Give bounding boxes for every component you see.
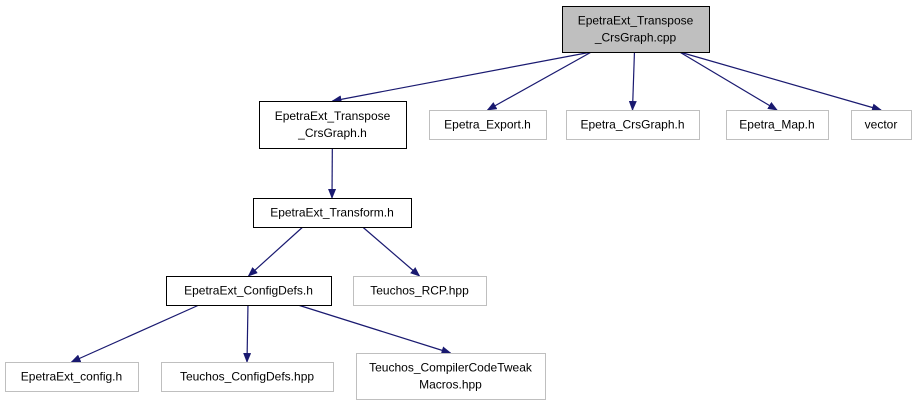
node-box <box>726 110 829 140</box>
edge-root-to-vector <box>679 51 882 112</box>
node-label-line: Teuchos_ConfigDefs.hpp <box>180 370 314 384</box>
node-label-line: Teuchos_CompilerCodeTweak <box>369 361 533 375</box>
node-box <box>851 110 912 140</box>
nodes-layer: EpetraExt_Transpose_CrsGraph.cppEpetraEx… <box>5 6 912 400</box>
node-label-line: EpetraExt_ConfigDefs.h <box>184 284 313 298</box>
edge-transform_h-to-configdefs_h <box>247 226 304 277</box>
node-label-line: EpetraExt_Transpose <box>578 14 694 28</box>
edges-layer <box>70 51 882 363</box>
node-transform_h[interactable]: EpetraExt_Transform.h <box>253 198 412 228</box>
node-box <box>562 6 710 53</box>
node-box <box>161 362 334 392</box>
node-label-line: _CrsGraph.h <box>297 126 367 140</box>
node-label-line: EpetraExt_Transform.h <box>270 206 394 220</box>
node-map_h[interactable]: Epetra_Map.h <box>726 110 829 140</box>
node-export_h[interactable]: Epetra_Export.h <box>429 110 547 140</box>
node-box <box>166 276 332 306</box>
node-box <box>253 198 412 228</box>
node-label-line: Macros.hpp <box>419 378 482 392</box>
node-label-line: Epetra_Export.h <box>444 118 531 132</box>
node-box <box>566 110 700 140</box>
node-box <box>5 362 139 392</box>
edge-root-to-map_h <box>679 51 778 111</box>
node-label-line: Epetra_Map.h <box>739 118 814 132</box>
node-teuchos_configdefs[interactable]: Teuchos_ConfigDefs.hpp <box>161 362 334 392</box>
node-rcp_hpp[interactable]: Teuchos_RCP.hpp <box>353 276 487 306</box>
node-vector[interactable]: vector <box>851 110 912 140</box>
node-crsgraph_h[interactable]: Epetra_CrsGraph.h <box>566 110 700 140</box>
node-config_h[interactable]: EpetraExt_config.h <box>5 362 139 392</box>
edge-root-to-transpose_h <box>331 51 592 104</box>
node-label-line: EpetraExt_config.h <box>21 370 122 384</box>
node-label-line: Epetra_CrsGraph.h <box>580 118 684 132</box>
edge-configdefs_h-to-config_h <box>70 304 200 363</box>
node-box <box>353 276 487 306</box>
node-transpose_h[interactable]: EpetraExt_Transpose _CrsGraph.h <box>259 101 407 149</box>
node-box <box>356 353 546 400</box>
node-label-line: Teuchos_RCP.hpp <box>370 284 469 298</box>
edge-root-to-export_h <box>486 51 592 111</box>
edge-configdefs_h-to-teuchos_configdefs <box>243 304 252 363</box>
node-box <box>259 101 407 149</box>
node-label-line: EpetraExt_Transpose <box>275 109 391 123</box>
edge-transform_h-to-rcp_hpp <box>362 226 421 277</box>
edge-configdefs_h-to-compilercodetweak <box>297 304 452 355</box>
node-root: EpetraExt_Transpose _CrsGraph.cpp <box>562 6 710 53</box>
node-label-line: _CrsGraph.cpp <box>594 31 677 45</box>
edge-root-to-crsgraph_h <box>628 51 637 111</box>
node-box <box>429 110 547 140</box>
node-label-line: vector <box>865 118 898 132</box>
node-configdefs_h[interactable]: EpetraExt_ConfigDefs.h <box>166 276 332 306</box>
